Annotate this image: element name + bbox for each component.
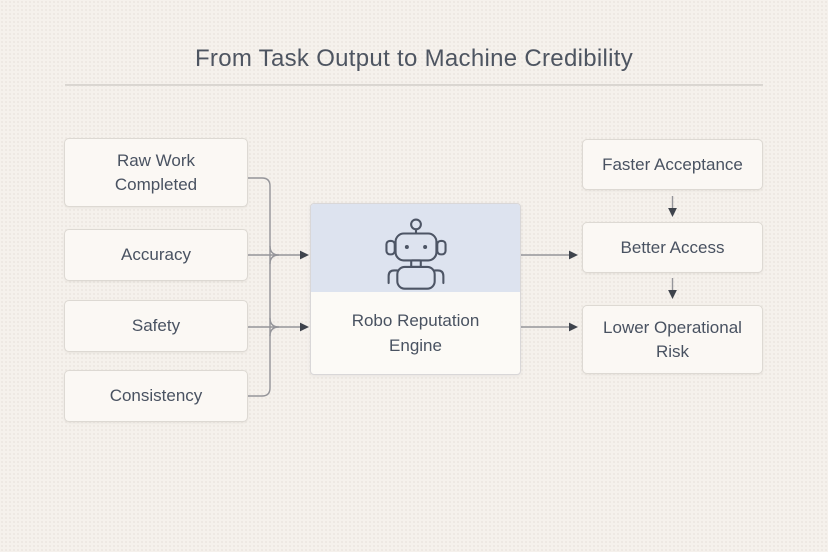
arrowhead-lower-risk xyxy=(569,322,578,332)
left-merge-rail xyxy=(248,177,271,397)
node-label: Lower Operational Risk xyxy=(603,317,742,361)
title-divider xyxy=(65,84,763,86)
outcome-node-better-access: Better Access xyxy=(582,222,763,273)
node-label: Raw Work Completed xyxy=(114,150,198,194)
node-label: Accuracy xyxy=(121,245,191,264)
arrowhead-down-1 xyxy=(668,208,677,217)
engine-icon-panel xyxy=(311,204,520,292)
input-node-raw-work-completed: Raw Work Completed xyxy=(64,138,248,207)
rail-junction-curves xyxy=(269,245,280,337)
robot-icon xyxy=(384,218,447,290)
node-label: Consistency xyxy=(109,386,203,405)
page-title: From Task Output to Machine Credibility xyxy=(194,45,634,72)
outcome-node-lower-operational-risk: Lower Operational Risk xyxy=(582,305,763,374)
outcome-node-faster-acceptance: Faster Acceptance xyxy=(582,139,763,190)
node-label: Faster Acceptance xyxy=(602,154,743,174)
arrowhead-down-2 xyxy=(668,290,677,299)
engine-label-panel: Robo Reputation Engine xyxy=(311,292,520,374)
arrowhead-engine-bottom xyxy=(300,322,309,332)
node-label: Safety xyxy=(131,316,181,335)
arrowhead-engine-top xyxy=(300,250,309,260)
input-node-consistency: Consistency xyxy=(64,370,248,422)
engine-label: Robo Reputation Engine xyxy=(351,311,480,355)
input-node-safety: Safety xyxy=(64,300,248,352)
arrowhead-better-access xyxy=(569,250,578,260)
node-label: Better Access xyxy=(620,237,725,257)
input-node-accuracy: Accuracy xyxy=(64,229,248,281)
engine-node: Robo Reputation Engine xyxy=(310,203,521,375)
